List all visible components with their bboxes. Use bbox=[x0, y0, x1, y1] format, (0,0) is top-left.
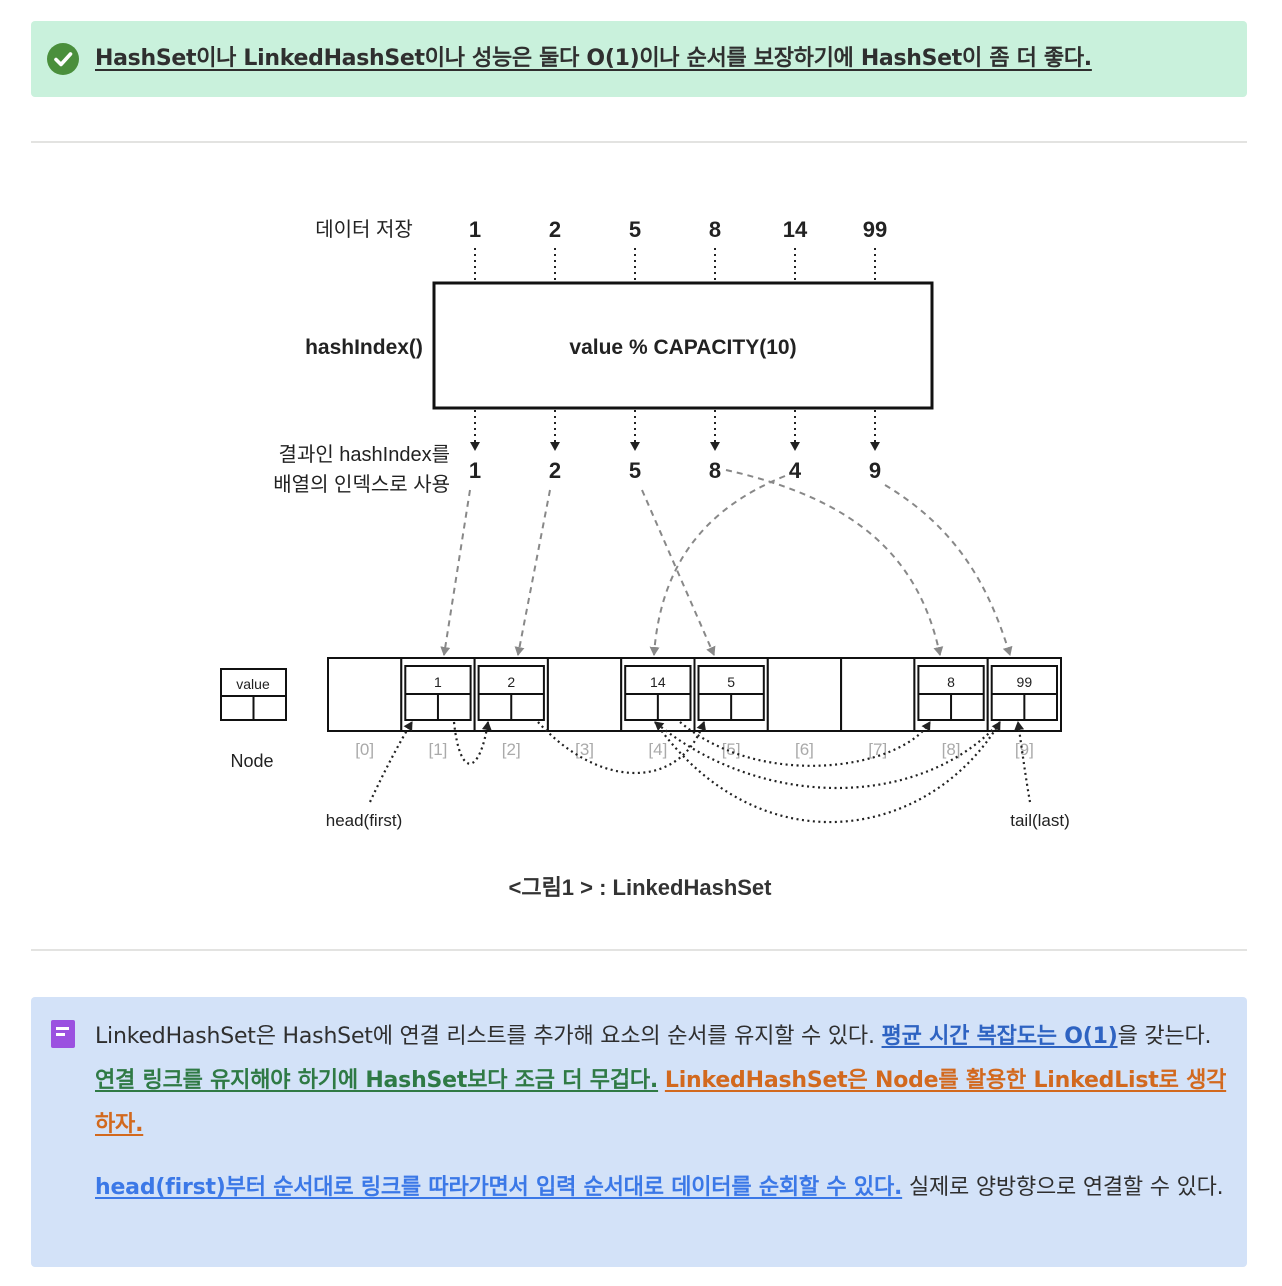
head-label: head(first) bbox=[326, 811, 403, 830]
linkedhashset-diagram: 데이터 저장 1 2 5 8 14 99 hashIndex() value %… bbox=[220, 217, 1070, 900]
label-data-store: 데이터 저장 bbox=[315, 218, 413, 241]
input-value: 1 bbox=[469, 217, 481, 242]
node-legend: value bbox=[220, 668, 287, 721]
result-index: 4 bbox=[789, 458, 802, 483]
result-indices: 1 2 5 8 4 9 bbox=[469, 458, 881, 483]
tail-label: tail(last) bbox=[1010, 811, 1070, 830]
input-value: 8 bbox=[709, 217, 721, 242]
text-space bbox=[658, 1068, 665, 1093]
input-value: 5 bbox=[629, 217, 641, 242]
highlight-iteration: head(first)부터 순서대로 링크를 따라가면서 입력 순서대로 데이터… bbox=[95, 1175, 903, 1200]
bucket-index: [0] bbox=[355, 740, 374, 759]
bucket-index: [8] bbox=[942, 740, 961, 759]
result-index: 2 bbox=[549, 458, 561, 483]
node-value: 1 bbox=[434, 674, 442, 690]
node-box: 2 bbox=[477, 665, 545, 721]
bucket-cell: [3] bbox=[546, 657, 623, 759]
node-legend-value: value bbox=[236, 676, 270, 692]
highlight-weight: 연결 링크를 유지해야 하기에 HashSet보다 조금 더 무겁다. bbox=[95, 1068, 659, 1093]
bucket-index: [5] bbox=[722, 740, 741, 759]
hash-output-arrows bbox=[470, 410, 880, 451]
success-callout: HashSet이나 LinkedHashSet이나 성능은 둘다 O(1)이나 … bbox=[31, 21, 1247, 97]
result-index: 1 bbox=[469, 458, 481, 483]
linked-list-links bbox=[369, 721, 1032, 824]
node-value: 8 bbox=[947, 674, 955, 690]
bucket-cell: 8 [8] bbox=[913, 657, 989, 759]
input-value: 2 bbox=[549, 217, 561, 242]
bucket-cell: 5 [5] bbox=[693, 657, 769, 759]
bucket-array: [0] 1 [1] 2 [2] [3] 14 [4] 5 [5] [6] [7] 8 [8] 99 [9] bbox=[327, 657, 1063, 759]
bucket-cell: 99 [9] bbox=[986, 657, 1063, 759]
hash-function-box bbox=[432, 281, 934, 410]
hash-formula: value % CAPACITY(10) bbox=[569, 336, 796, 359]
highlight-think-linkedlist: LinkedHashSet은 Node를 활용한 LinkedList로 생각하… bbox=[95, 1068, 1227, 1137]
bucket-cell: [0] bbox=[327, 657, 403, 759]
node-box: 1 bbox=[404, 665, 472, 721]
bucket-cell: [7] bbox=[840, 657, 916, 759]
bucket-cell: 14 [4] bbox=[620, 657, 696, 759]
node-label: Node bbox=[230, 751, 273, 771]
callout-summary-text: HashSet이나 LinkedHashSet이나 성능은 둘다 O(1)이나 … bbox=[95, 46, 1092, 71]
result-index: 5 bbox=[629, 458, 641, 483]
divider-bottom bbox=[31, 949, 1247, 951]
node-box: 5 bbox=[697, 665, 765, 721]
bucket-cell: 1 [1] bbox=[400, 657, 476, 759]
text-plain: 실제로 양방향으로 연결할 수 있다. bbox=[902, 1175, 1224, 1200]
input-value: 99 bbox=[863, 217, 887, 242]
node-box: 99 bbox=[990, 665, 1059, 721]
info-callout: LinkedHashSet은 HashSet에 연결 리스트를 추가해 요소의 … bbox=[31, 997, 1247, 1267]
mapping-arrows bbox=[440, 469, 1013, 656]
callout-paragraph-1: LinkedHashSet은 HashSet에 연결 리스트를 추가해 요소의 … bbox=[95, 1015, 1229, 1147]
node-box: 14 bbox=[624, 665, 692, 721]
callout-body: LinkedHashSet은 HashSet에 연결 리스트를 추가해 요소의 … bbox=[95, 1015, 1229, 1210]
bucket-index: [6] bbox=[795, 740, 814, 759]
divider-top bbox=[31, 141, 1247, 143]
bucket-index: [4] bbox=[648, 740, 667, 759]
bucket-cell: 2 [2] bbox=[473, 657, 549, 759]
bucket-index: [2] bbox=[502, 740, 521, 759]
bucket-index: [1] bbox=[428, 740, 447, 759]
text-plain: LinkedHashSet은 HashSet에 연결 리스트를 추가해 요소의 … bbox=[95, 1024, 882, 1049]
note-icon bbox=[51, 1020, 75, 1048]
bucket-index: [3] bbox=[575, 740, 594, 759]
label-result-line2: 배열의 인덱스로 사용 bbox=[273, 473, 450, 496]
check-circle-icon bbox=[47, 43, 79, 75]
node-value: 5 bbox=[727, 674, 735, 690]
input-values: 1 2 5 8 14 99 bbox=[469, 217, 887, 242]
result-index: 8 bbox=[709, 458, 721, 483]
bucket-index: [9] bbox=[1015, 740, 1034, 759]
node-box: 8 bbox=[917, 665, 985, 721]
node-value: 2 bbox=[507, 674, 515, 690]
bucket-index: [7] bbox=[868, 740, 887, 759]
highlight-complexity: 평균 시간 복잡도는 O(1) bbox=[881, 1024, 1118, 1049]
figure-caption: <그림1 > : LinkedHashSet bbox=[508, 875, 772, 900]
input-dotted-lines bbox=[474, 248, 876, 282]
label-hashindex: hashIndex() bbox=[305, 336, 423, 359]
label-result-line1: 결과인 hashIndex를 bbox=[279, 443, 450, 466]
bucket-cell: [6] bbox=[766, 657, 843, 759]
text-plain: 을 갖는다. bbox=[1117, 1024, 1212, 1049]
node-value: 99 bbox=[1017, 674, 1033, 690]
callout-paragraph-2: head(first)부터 순서대로 링크를 따라가면서 입력 순서대로 데이터… bbox=[95, 1166, 1229, 1210]
result-index: 9 bbox=[869, 458, 881, 483]
node-value: 14 bbox=[650, 674, 666, 690]
input-value: 14 bbox=[783, 217, 808, 242]
